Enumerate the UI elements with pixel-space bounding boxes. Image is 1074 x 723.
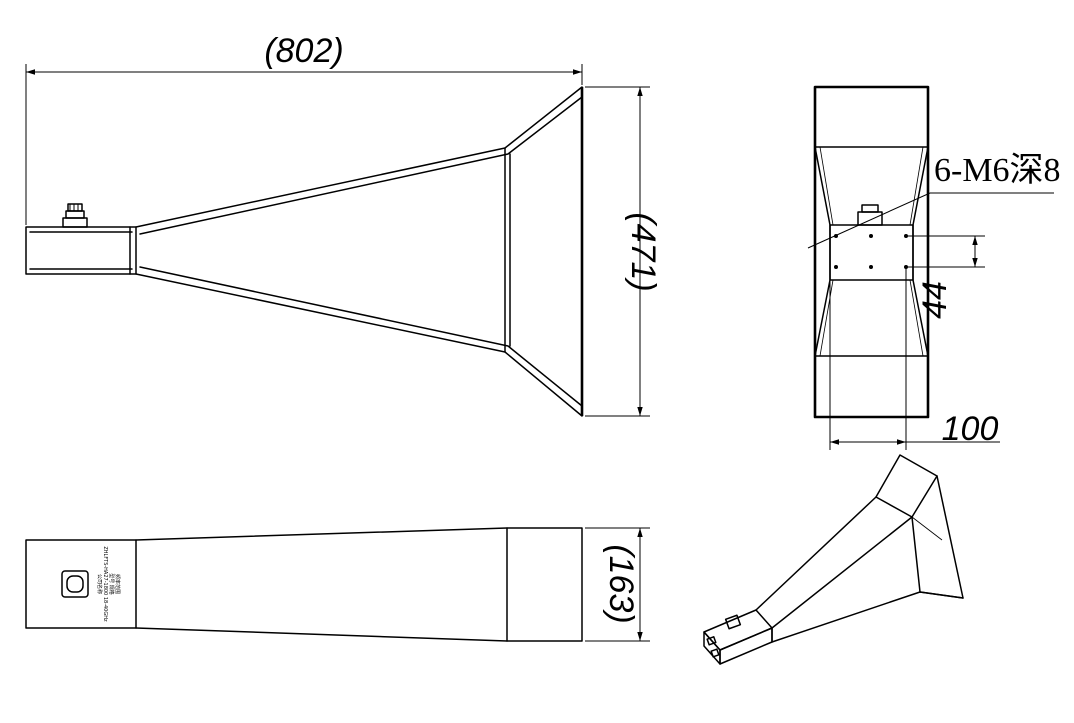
flare-top-edge bbox=[135, 86, 583, 228]
front-view: (802) (471) bbox=[25, 32, 662, 417]
mount-holes bbox=[834, 234, 908, 269]
end-view: 6-M6深8 44 100 bbox=[807, 85, 1061, 450]
dim-aperture-width: (163) bbox=[602, 544, 640, 623]
mount-holes-label: 6-M6深8 bbox=[934, 152, 1061, 189]
isometric-view bbox=[703, 454, 964, 665]
connector-front bbox=[62, 203, 88, 228]
leader-line bbox=[807, 192, 1054, 249]
nameplate-line-2: 型号 规格 bbox=[108, 573, 115, 595]
connector-end bbox=[857, 204, 883, 226]
nameplate-line-4: 公司名称 bbox=[96, 574, 103, 594]
connector-side bbox=[61, 570, 89, 598]
flare-bottom-edge bbox=[135, 273, 583, 417]
waveguide-side bbox=[25, 539, 137, 629]
flange-rect bbox=[829, 224, 914, 281]
waveguide-section bbox=[25, 226, 137, 275]
dim-overall-length: (802) bbox=[264, 32, 343, 70]
connector-iso bbox=[724, 614, 742, 630]
dim-hole-vertical: 44 bbox=[916, 281, 954, 319]
nameplate-line-3: ZHLFTS-HA27-1800 18-40GHz bbox=[102, 546, 108, 622]
nameplate: 频率范围 型号 规格 ZHLFTS-HA27-1800 18-40GHz 公司名… bbox=[96, 546, 121, 622]
dim-hole-horizontal: 100 bbox=[942, 410, 999, 448]
nameplate-line-1: 频率范围 bbox=[114, 574, 121, 594]
dim-aperture-height: (471) bbox=[624, 212, 662, 291]
aperture-outline bbox=[813, 85, 930, 419]
side-view: 频率范围 型号 规格 ZHLFTS-HA27-1800 18-40GHz 公司名… bbox=[25, 527, 650, 642]
